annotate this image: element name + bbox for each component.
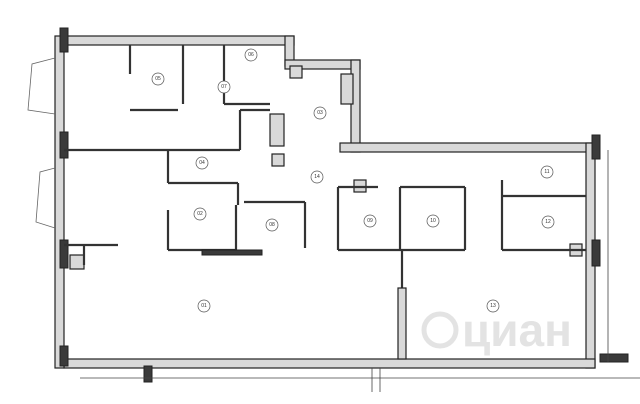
room-markers: 01 02 03 04 05 06 07 08 09 10 11 12 13 1… — [151, 48, 555, 313]
room-11-label: 11 — [544, 169, 549, 175]
watermark: циан — [421, 304, 572, 356]
room-10-marker: 10 — [426, 214, 440, 228]
room-13-label: 13 — [490, 303, 496, 309]
watermark-text: циан — [462, 304, 572, 356]
room-05-label: 05 — [155, 76, 161, 82]
room-07-marker: 07 — [217, 80, 231, 94]
room-14-marker: 14 — [310, 170, 324, 184]
door-swings — [27, 57, 640, 392]
room-12-marker: 12 — [541, 215, 555, 229]
room-12-label: 12 — [545, 219, 551, 225]
interior-partitions — [64, 45, 586, 360]
room-03-label: 03 — [317, 110, 323, 116]
room-08-marker: 08 — [265, 218, 279, 232]
room-01-label: 01 — [201, 303, 207, 309]
room-10-label: 10 — [430, 218, 436, 224]
room-09-marker: 09 — [363, 214, 377, 228]
room-06-label: 06 — [248, 52, 254, 58]
room-03-marker: 03 — [313, 106, 327, 120]
room-09-label: 09 — [367, 218, 373, 224]
room-08-label: 08 — [269, 222, 275, 228]
room-02-marker: 02 — [193, 207, 207, 221]
room-01-marker: 01 — [197, 299, 211, 313]
room-14-label: 14 — [314, 174, 320, 180]
room-13-marker: 13 — [486, 299, 500, 313]
room-04-marker: 04 — [195, 156, 209, 170]
room-06-marker: 06 — [244, 48, 258, 62]
room-07-label: 07 — [221, 84, 227, 90]
room-04-label: 04 — [199, 160, 205, 166]
room-11-marker: 11 — [540, 165, 554, 179]
room-05-marker: 05 — [151, 72, 165, 86]
room-02-label: 02 — [197, 211, 203, 217]
